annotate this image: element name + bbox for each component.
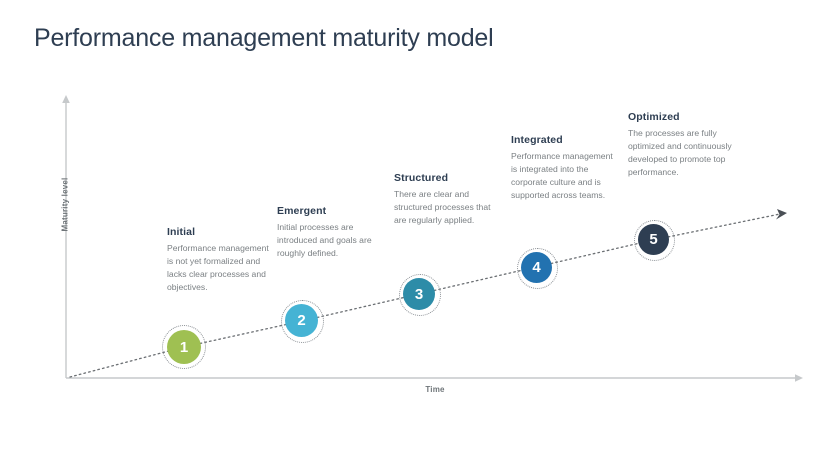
x-axis-label: Time xyxy=(425,385,445,394)
stage-node-4[interactable]: 4 xyxy=(521,252,552,283)
stage-description-2: Initial processes are introduced and goa… xyxy=(277,222,372,258)
y-axis-label: Maturity level xyxy=(60,177,70,232)
stage-node-5-number: 5 xyxy=(649,231,658,248)
stage-ring-2 xyxy=(281,300,324,343)
stage-node-4-number: 4 xyxy=(532,259,541,276)
x-axis-arrowhead xyxy=(795,374,803,382)
stage-description-1: Performance management is not yet formal… xyxy=(167,243,269,292)
stage-ring-3 xyxy=(399,274,441,316)
stage-description-4: Performance management is integrated int… xyxy=(511,151,613,200)
stage-node-1-number: 1 xyxy=(179,338,189,356)
stage-block-1: Initial Performance management is not ye… xyxy=(167,226,275,294)
stage-description-5: The processes are fully optimized and co… xyxy=(628,128,732,177)
stage-node-5[interactable]: 5 xyxy=(638,224,669,255)
stage-block-4: Integrated Performance management is int… xyxy=(511,134,619,202)
stage-heading-3: Structured xyxy=(394,172,449,184)
stage-node-3-number: 3 xyxy=(414,285,424,303)
stage-node-3[interactable]: 3 xyxy=(403,278,435,310)
page-title: Performance management maturity model xyxy=(34,24,494,52)
stage-block-5: Optimized The processes are fully optimi… xyxy=(628,111,736,179)
stage-node-2-number: 2 xyxy=(297,312,306,329)
stage-block-3: Structured There are clear and structure… xyxy=(394,172,502,227)
stage-ring-4 xyxy=(517,248,558,289)
stage-node-1[interactable]: 1 xyxy=(167,330,201,364)
stage-node-2[interactable]: 2 xyxy=(285,304,318,337)
stage-ring-1 xyxy=(162,325,206,369)
trend-line-arrowhead xyxy=(776,209,787,220)
stage-heading-5: Optimized xyxy=(628,111,680,123)
y-axis-arrowhead xyxy=(62,95,70,103)
stage-heading-2: Emergent xyxy=(277,205,327,217)
stage-ring-5 xyxy=(634,220,675,261)
stage-heading-1: Initial xyxy=(167,226,196,238)
stage-description-3: There are clear and structured processes… xyxy=(394,189,491,225)
stage-heading-4: Integrated xyxy=(511,134,563,146)
stage-block-2: Emergent Initial processes are introduce… xyxy=(277,205,385,260)
